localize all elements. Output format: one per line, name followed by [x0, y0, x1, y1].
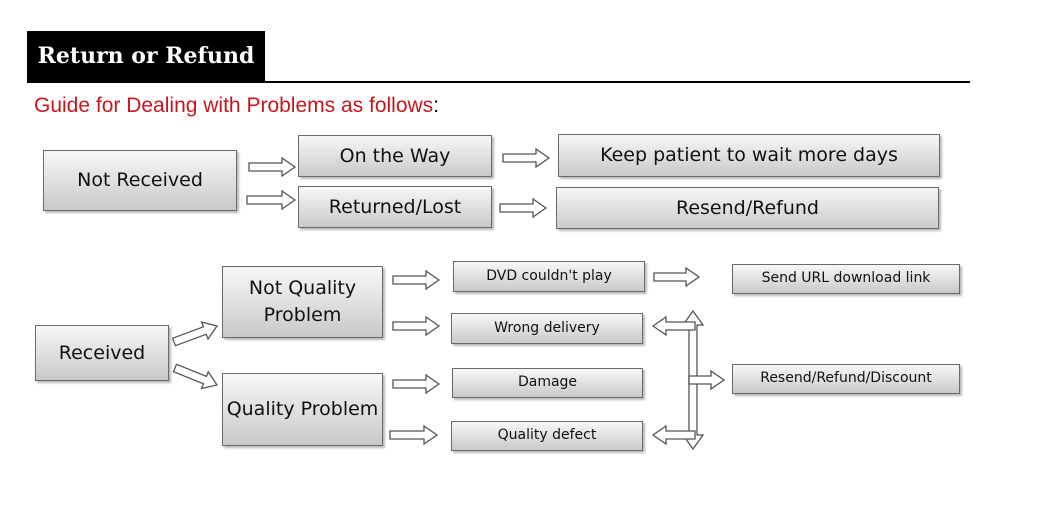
node-on-the-way: On the Way: [298, 135, 492, 177]
node-quality-problem: Quality Problem: [222, 373, 383, 446]
arrow-to-send-url: [653, 266, 701, 288]
arrow-to-quality-defect-return: [651, 424, 696, 446]
vertical-arrow-down: [681, 379, 705, 451]
arrow-to-damage: [392, 373, 441, 395]
arrow-to-keep-waiting: [502, 147, 551, 169]
guide-subtitle-text: Guide for Dealing with Problems as follo…: [34, 94, 434, 117]
section-title: Return or Refund: [37, 43, 255, 69]
node-dvd-couldnt-play: DVD couldn't play: [453, 261, 645, 292]
arrow-to-quality-defect: [389, 424, 439, 446]
node-keep-waiting: Keep patient to wait more days: [558, 134, 940, 177]
arrow-to-quality: [172, 363, 219, 390]
arrow-to-returned-lost: [246, 189, 297, 211]
node-not-quality-problem: Not Quality Problem: [222, 266, 383, 338]
node-damage: Damage: [452, 368, 643, 398]
arrow-to-wrong-delivery: [392, 315, 441, 337]
arrow-to-dvd: [392, 269, 441, 291]
node-resend-refund-discount: Resend/Refund/Discount: [732, 364, 960, 394]
arrow-to-wrong-delivery-return: [651, 315, 696, 337]
node-wrong-delivery: Wrong delivery: [451, 313, 643, 344]
section-title-bar: Return or Refund: [27, 31, 265, 82]
node-resend-refund: Resend/Refund: [556, 187, 939, 229]
arrow-to-resend-refund-discount: [688, 369, 726, 391]
guide-subtitle-colon: :: [433, 94, 440, 117]
node-returned-lost: Returned/Lost: [298, 186, 492, 228]
node-not-received: Not Received: [43, 150, 237, 211]
guide-subtitle: Guide for Dealing with Problems as follo…: [34, 94, 439, 118]
node-quality-defect: Quality defect: [451, 421, 643, 451]
title-underline: [27, 81, 970, 83]
arrow-to-not-quality: [171, 321, 219, 347]
arrow-to-on-the-way: [248, 156, 297, 178]
node-send-url-link: Send URL download link: [732, 264, 960, 294]
arrow-to-resend-refund: [499, 197, 548, 219]
node-received: Received: [35, 325, 169, 381]
